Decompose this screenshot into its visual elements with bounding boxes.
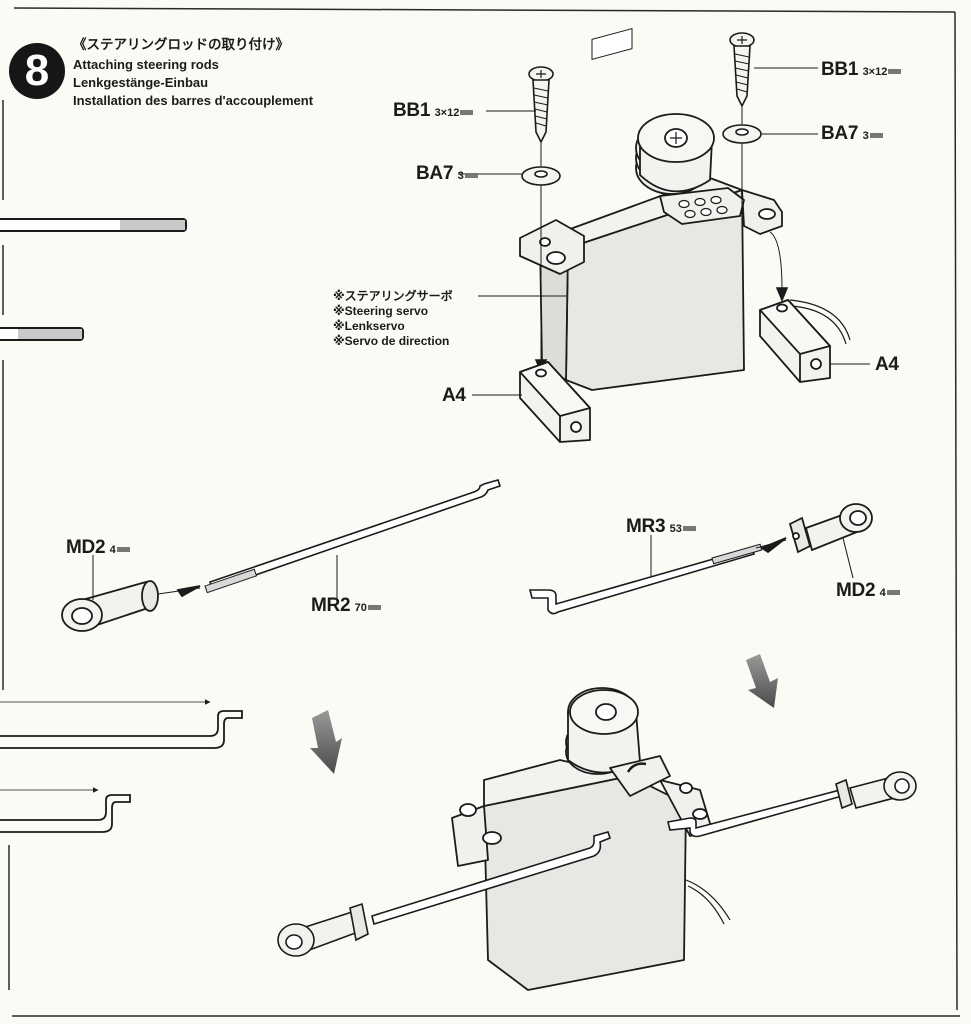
step-title-german: Lenkgestänge-Einbau [73, 75, 209, 90]
servo-note-french: ※Servo de direction [333, 335, 449, 347]
rod-size-guide-2 [0, 327, 84, 341]
step-number-badge: 8 [9, 43, 65, 99]
part-label-ba7-right: BA7 3 [821, 124, 883, 143]
part-size: 3×12 [862, 66, 888, 78]
mm-unit-icon [886, 590, 900, 595]
part-label-a4-right: A4 [875, 354, 899, 375]
down-arrow-right [746, 654, 778, 708]
leader-lines-top [458, 67, 870, 396]
note-marker: ※ [333, 319, 345, 333]
part-code: MR3 [626, 516, 666, 537]
mm-unit-icon [888, 69, 902, 74]
part-code: MR2 [311, 595, 351, 616]
part-size: 4 [109, 544, 116, 556]
part-label-bb1-right: BB1 3×12 [821, 59, 902, 80]
part-label-a4-left: A4 [442, 385, 466, 406]
rod-bend-guide-1 [0, 699, 243, 749]
page-frame [2, 7, 960, 1017]
screw-bb1-left [528, 66, 554, 166]
part-size: 3 [457, 170, 464, 182]
step-title-japanese: 《ステアリングロッドの取り付け》 [73, 37, 289, 52]
step-title-english: Attaching steering rods [73, 57, 219, 72]
assembled-servo [451, 687, 731, 991]
part-label-bb1-left: BB1 3×12 [393, 100, 474, 121]
part-size: 3 [862, 130, 869, 142]
part-code: MD2 [66, 537, 106, 558]
part-label-md2-right: MD2 4 [836, 581, 900, 600]
note-marker: ※ [333, 334, 345, 348]
part-code: BA7 [416, 163, 454, 184]
part-code: MD2 [836, 580, 876, 601]
mm-unit-icon [460, 110, 474, 115]
spacer-a4-right [759, 299, 831, 383]
step-title-french: Installation des barres d'accouplement [73, 93, 314, 108]
servo-note-german: ※Lenkservo [333, 320, 405, 332]
part-code: BB1 [821, 59, 859, 80]
mm-unit-icon [682, 526, 696, 531]
note-text: Lenkservo [344, 319, 405, 333]
note-text: ステアリングサーボ [344, 289, 453, 303]
part-label-md2-left: MD2 4 [66, 538, 130, 557]
servo-note-english: ※Steering servo [333, 305, 428, 317]
screw-bb1-right [729, 32, 755, 124]
mm-unit-icon [869, 133, 883, 138]
part-code: BA7 [821, 123, 859, 144]
part-size: 53 [669, 523, 682, 535]
rod-size-guide-1 [0, 218, 187, 232]
part-size: 70 [354, 602, 367, 614]
ball-end-md2-left [61, 555, 201, 632]
rod-bend-guide-2 [0, 787, 131, 833]
note-marker: ※ [333, 304, 345, 318]
part-size: 3×12 [434, 107, 460, 119]
part-label-ba7-left: BA7 3 [416, 164, 478, 183]
rod-mr3 [528, 543, 763, 615]
note-text: Steering servo [344, 304, 429, 318]
down-arrow-left [310, 710, 342, 774]
mm-unit-icon [116, 547, 130, 552]
part-code: BB1 [393, 100, 431, 121]
servo-note-japanese: ※ステアリングサーボ [333, 290, 453, 302]
steering-servo [519, 28, 851, 391]
spacer-a4-left [519, 361, 591, 443]
mm-unit-icon [367, 605, 381, 610]
assembled-rod-left [277, 831, 611, 957]
assembled-rod-right [667, 771, 917, 838]
note-text: Servo de direction [344, 334, 450, 348]
part-size: 4 [879, 587, 886, 599]
part-label-mr2: MR2 70 [311, 596, 381, 615]
ball-end-md2-right [755, 503, 873, 579]
note-marker: ※ [333, 289, 345, 303]
rod-mr2 [204, 479, 502, 594]
mm-unit-icon [464, 173, 478, 178]
part-label-mr3: MR3 53 [626, 517, 696, 536]
